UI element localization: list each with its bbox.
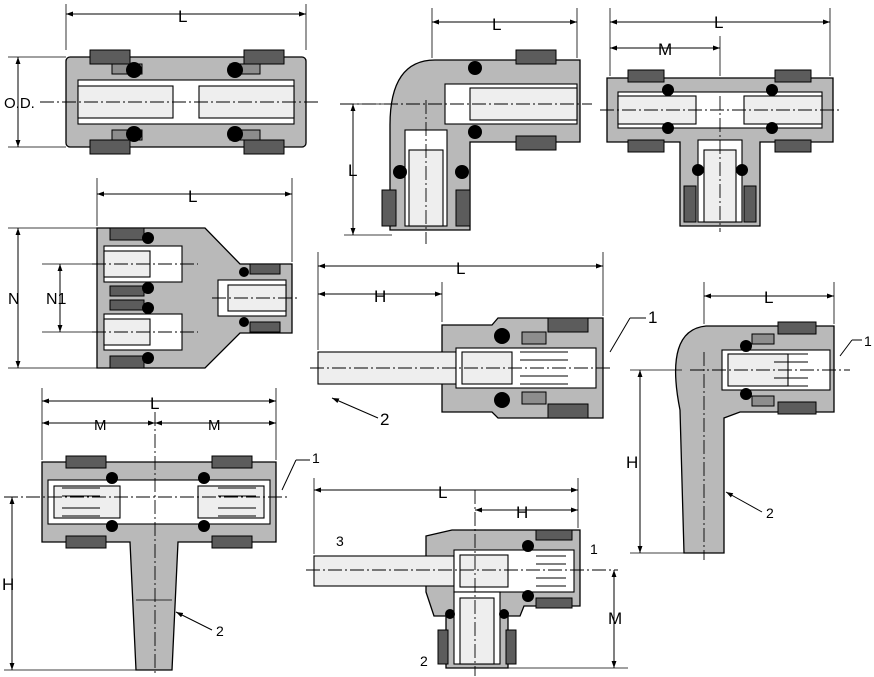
stem-tee-m-right-label: M [208, 417, 221, 434]
stem-branch-tee-callout-3: 3 [336, 533, 344, 549]
stem-branch-tee-gripper-teeth [536, 555, 566, 587]
stem-branch-tee-dimensions [313, 478, 628, 669]
stem-tee-dimensions [4, 388, 310, 671]
stem-elbow-length-label: L [764, 288, 773, 307]
tee-length-label: L [714, 13, 723, 32]
stem-branch-tee-length-label: L [438, 483, 447, 502]
y-connector-dimensions [8, 178, 293, 369]
y-connector-length-label: L [188, 187, 197, 206]
stem-branch-tee-callout-2: 2 [420, 653, 428, 669]
y-connector-n1-label: N1 [46, 291, 67, 308]
stem-adapter-length-label: L [456, 259, 465, 278]
stem-tee-fitting [4, 412, 290, 676]
stem-adapter-dimensions [317, 252, 646, 419]
tee-fitting [600, 69, 842, 232]
stem-tee-callout-1: 1 [312, 450, 320, 466]
elbow-fitting [340, 49, 592, 244]
elbow-length-label: L [492, 15, 501, 34]
stem-tee-gripper-teeth [62, 487, 256, 517]
stem-elbow-fitting [674, 321, 850, 560]
stem-tee-h-label: H [2, 575, 14, 594]
stem-elbow-gripper-teeth [774, 353, 808, 387]
stem-adapter-fitting [310, 317, 612, 419]
stem-elbow-dimensions [630, 282, 862, 554]
elbow-height-label: L [348, 161, 357, 180]
stem-branch-tee-m-label: M [608, 609, 622, 628]
union-fitting [40, 49, 318, 155]
tee-m-label: M [658, 40, 672, 59]
stem-adapter-callout-2: 2 [380, 410, 389, 429]
stem-tee-length-label: L [150, 394, 159, 413]
stem-adapter-gripper-teeth [520, 351, 568, 385]
stem-branch-tee-h-label: H [516, 503, 528, 522]
stem-adapter-callout-1: 1 [648, 308, 657, 327]
union-od-label: O.D. [4, 95, 35, 112]
tee-dimensions [609, 8, 831, 76]
stem-tee-m-left-label: M [94, 417, 107, 434]
stem-tee-callout-2: 2 [216, 623, 224, 639]
stem-branch-tee-fitting [306, 490, 618, 676]
stem-elbow-h-label: H [626, 453, 638, 472]
union-dimensions [8, 4, 307, 148]
stem-elbow-callout-1: 1 [864, 333, 872, 349]
stem-adapter-h-label: H [374, 287, 386, 306]
y-connector-fitting [92, 227, 300, 369]
stem-elbow-callout-2: 2 [766, 505, 774, 521]
union-length-label: L [178, 7, 187, 26]
stem-branch-tee-callout-1: 1 [590, 541, 598, 557]
y-connector-n-label: N [8, 291, 20, 308]
elbow-dimensions [344, 8, 578, 236]
